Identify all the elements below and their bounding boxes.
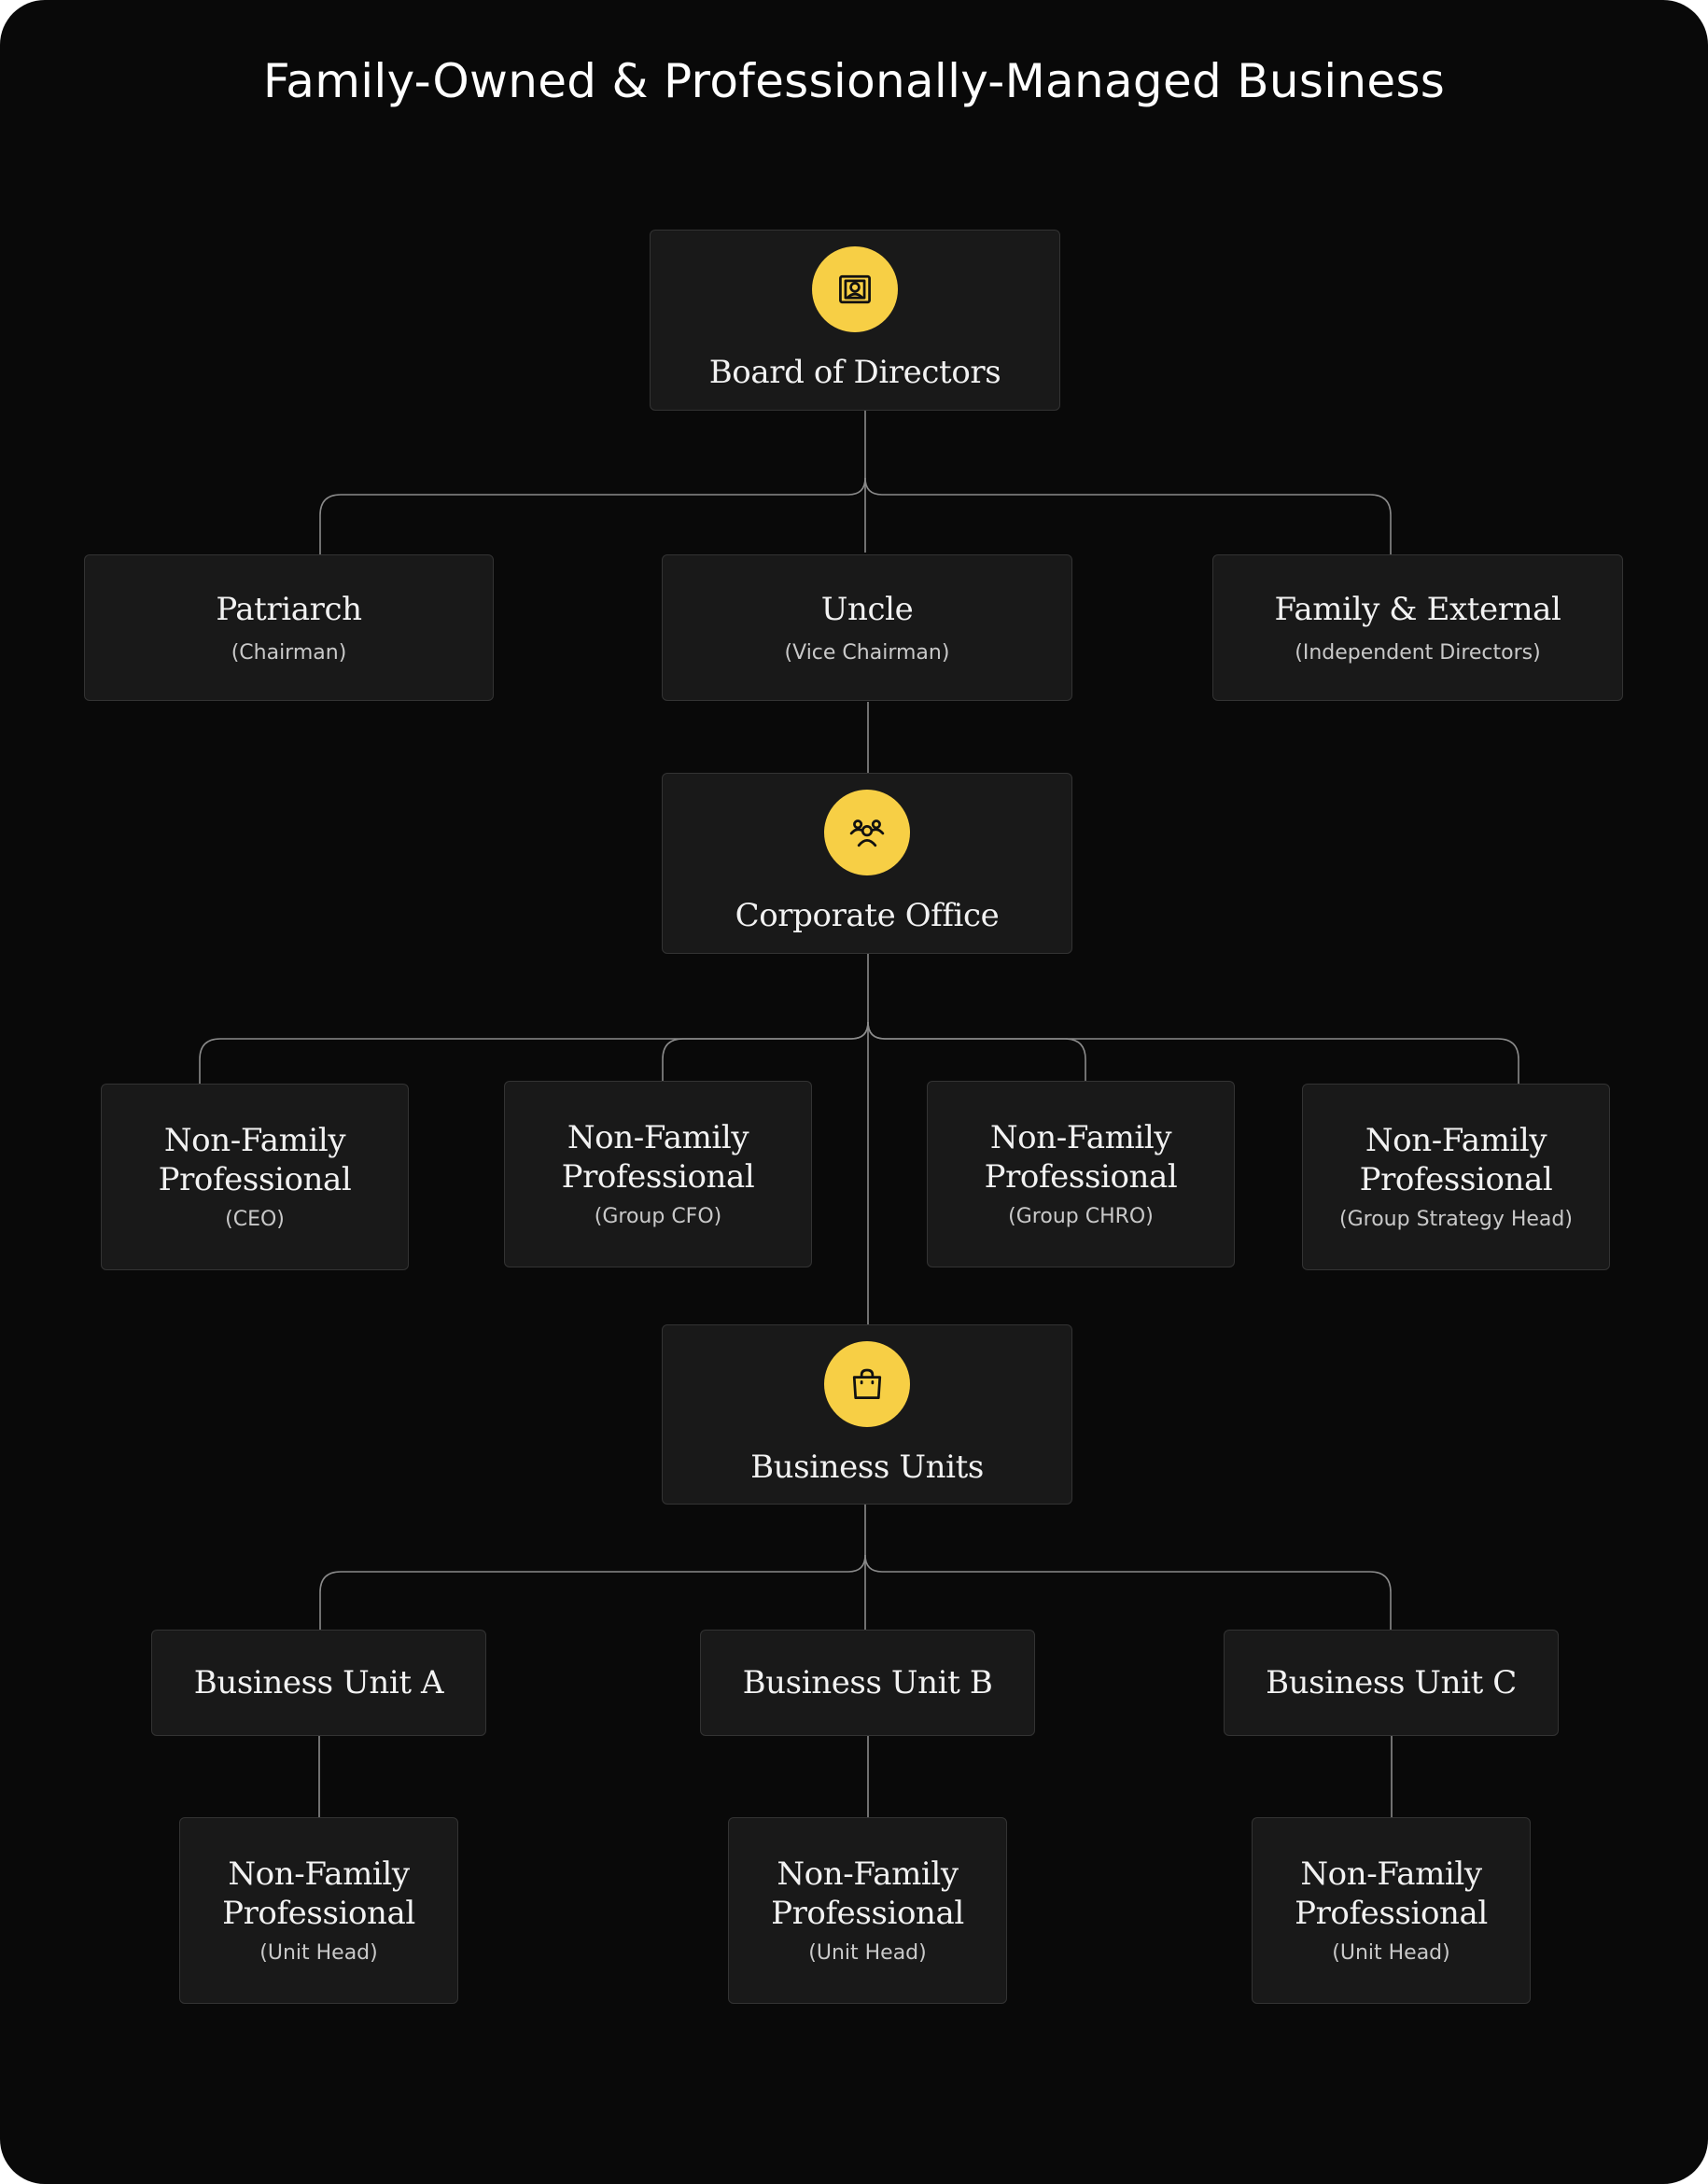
node-title: Business Unit A (193, 1664, 444, 1701)
node-group-cfo[interactable]: Non-Family Professional (Group CFO) (504, 1081, 812, 1267)
node-title-line2: Professional (1295, 1895, 1488, 1932)
node-title-line2: Professional (222, 1895, 415, 1932)
node-title: Business Unit C (1266, 1664, 1517, 1701)
node-group-chro[interactable]: Non-Family Professional (Group CHRO) (927, 1081, 1235, 1267)
node-subtitle: (Vice Chairman) (784, 640, 950, 665)
node-title: Non-Family (1300, 1855, 1482, 1893)
node-title-line2: Professional (561, 1158, 755, 1196)
node-title: Non-Family (989, 1119, 1172, 1156)
node-title: Non-Family (1365, 1122, 1547, 1159)
node-unit-head-b[interactable]: Non-Family Professional (Unit Head) (728, 1817, 1007, 2004)
node-unit-head-a[interactable]: Non-Family Professional (Unit Head) (179, 1817, 458, 2004)
connector-bu-unit-c (864, 1554, 1392, 1630)
node-title: Board of Directors (708, 354, 1001, 391)
connector-board-family (864, 477, 1392, 554)
portrait-icon (812, 246, 898, 332)
node-subtitle: (Unit Head) (808, 1941, 927, 1965)
node-subtitle: (Group CHRO) (1008, 1205, 1154, 1228)
connector-board-patriarch (319, 477, 866, 554)
node-family-external[interactable]: Family & External (Independent Directors… (1212, 554, 1623, 701)
node-title-line2: Professional (984, 1158, 1178, 1196)
node-title: Non-Family (228, 1855, 410, 1893)
connector-bu-unit-a (319, 1554, 866, 1630)
node-title: Non-Family (163, 1122, 346, 1159)
connector-corporate-ceo (199, 1021, 869, 1084)
node-uncle[interactable]: Uncle (Vice Chairman) (662, 554, 1072, 701)
node-title-line2: Professional (771, 1895, 964, 1932)
node-subtitle: (Independent Directors) (1295, 640, 1541, 665)
node-title-line2: Professional (1359, 1161, 1553, 1198)
people-group-icon (824, 790, 910, 875)
connector-corporate-chro (867, 1021, 1086, 1081)
page-title: Family-Owned & Professionally-Managed Bu… (262, 54, 1446, 108)
connector-corporate-strategy (867, 1021, 1519, 1084)
node-title: Business Unit B (742, 1664, 993, 1701)
node-group-strategy-head[interactable]: Non-Family Professional (Group Strategy … (1302, 1084, 1610, 1270)
node-corporate-office[interactable]: Corporate Office (662, 773, 1072, 954)
node-title: Non-Family (567, 1119, 749, 1156)
shopping-bag-icon (824, 1341, 910, 1427)
connector-corporate-cfo (662, 1021, 869, 1081)
node-title: Uncle (820, 590, 914, 628)
node-subtitle: (Group Strategy Head) (1339, 1208, 1573, 1231)
node-subtitle: (CEO) (225, 1208, 285, 1231)
node-business-unit-a[interactable]: Business Unit A (151, 1630, 486, 1736)
node-title: Family & External (1274, 590, 1561, 628)
node-subtitle: (Group CFO) (594, 1205, 722, 1228)
node-business-unit-c[interactable]: Business Unit C (1224, 1630, 1559, 1736)
node-patriarch[interactable]: Patriarch (Chairman) (84, 554, 494, 701)
node-title: Business Units (750, 1449, 984, 1486)
node-title: Non-Family (777, 1855, 959, 1893)
node-subtitle: (Chairman) (231, 640, 347, 665)
node-title: Corporate Office (735, 897, 1000, 934)
node-title: Patriarch (216, 590, 362, 628)
node-board-of-directors[interactable]: Board of Directors (650, 230, 1060, 411)
node-business-unit-b[interactable]: Business Unit B (700, 1630, 1035, 1736)
node-subtitle: (Unit Head) (1332, 1941, 1450, 1965)
node-ceo[interactable]: Non-Family Professional (CEO) (101, 1084, 409, 1270)
node-title-line2: Professional (158, 1161, 352, 1198)
node-subtitle: (Unit Head) (259, 1941, 378, 1965)
node-business-units[interactable]: Business Units (662, 1324, 1072, 1505)
node-unit-head-c[interactable]: Non-Family Professional (Unit Head) (1252, 1817, 1531, 2004)
